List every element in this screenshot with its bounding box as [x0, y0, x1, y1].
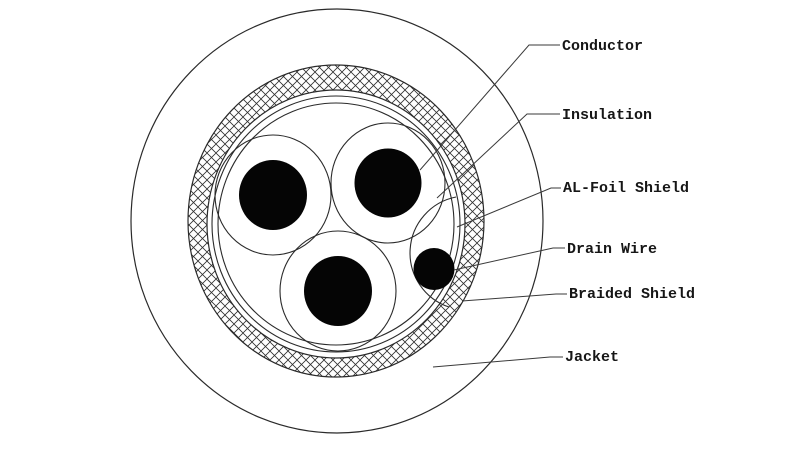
insulation-leader-line: [436, 113, 560, 199]
braided-shield-hatch: [188, 65, 484, 377]
drain-wire-leader-line: [453, 247, 565, 271]
jacket-outer-circle: [130, 8, 544, 434]
al-foil-shield-inner-circle: [217, 102, 455, 346]
drain-wire-circle: [413, 248, 455, 290]
insulation-circle-3: [279, 230, 397, 352]
drain-wire-label: Drain Wire: [567, 241, 657, 258]
braided-shield-outer-edge: [187, 64, 485, 378]
jacket-leader-line: [432, 356, 563, 368]
conductor-1: [239, 160, 307, 230]
conductor-2: [354, 148, 422, 218]
al-foil-shield-outer-circle: [211, 95, 461, 353]
conductor-3: [304, 256, 372, 326]
al-foil-shield-label: AL-Foil Shield: [563, 180, 689, 197]
al-foil-shield-leader-line: [456, 187, 561, 228]
drain-wire-pocket-arc: [409, 196, 457, 308]
insulation-circle-1: [214, 134, 332, 256]
jacket-label: Jacket: [565, 349, 619, 366]
conductor-label: Conductor: [562, 38, 643, 55]
insulation-circle-2: [330, 122, 446, 244]
conductor-leader-line: [419, 44, 560, 171]
insulation-label: Insulation: [562, 107, 652, 124]
braided-shield-label: Braided Shield: [569, 286, 695, 303]
braided-shield-leader-line: [461, 293, 567, 302]
